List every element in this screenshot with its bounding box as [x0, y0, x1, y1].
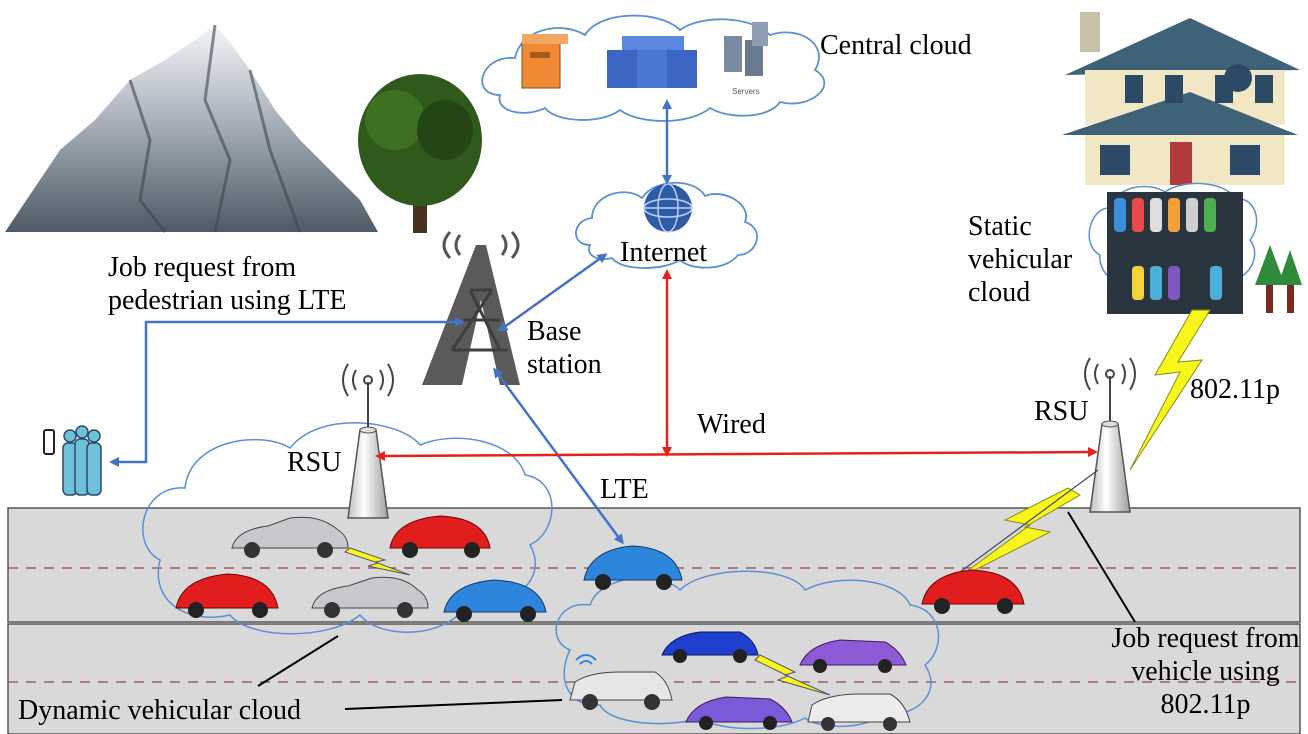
802-11p-label: 802.11p [1190, 374, 1280, 405]
central-cloud-shape: Servers [481, 14, 826, 122]
basestation-internet-link [497, 253, 608, 332]
rsu-right-icon [1084, 357, 1136, 513]
wired-label: Wired [697, 409, 766, 440]
pedestrian-lte-link [109, 317, 465, 467]
servers-caption: Servers [732, 87, 760, 96]
internet-cloud-shape [575, 181, 758, 269]
static-vehicular-cloud-label: Static vehicular cloud [968, 211, 1073, 308]
pine-trees-image [1255, 245, 1302, 313]
lte-label: LTE [600, 474, 649, 505]
vehicles [175, 515, 1025, 731]
white-suv-icon [569, 654, 673, 710]
silver-sedan-icon [231, 516, 349, 558]
central-cloud-label: Central cloud [820, 30, 972, 61]
rsu-left-icon [342, 363, 394, 519]
rsu-wired-link [375, 447, 1098, 461]
globe-icon [643, 183, 693, 233]
parked-cars [1114, 198, 1222, 300]
silver-sedan-icon [311, 576, 429, 618]
rsu-left-label: RSU [287, 447, 342, 478]
red-beetle-icon [389, 515, 491, 558]
job-request-pedestrian-label: Job request from pedestrian using LTE [108, 252, 347, 316]
blue-beetle-icon [583, 545, 683, 590]
base-station-tower-icon [422, 230, 520, 385]
server-tower-icon [521, 34, 568, 89]
house-image [1062, 12, 1300, 185]
phone-icon [43, 429, 55, 455]
bolt-vehicle-rsu [954, 487, 1081, 581]
base-station-label: Base station [527, 316, 602, 380]
tree-image [358, 74, 482, 233]
dynamic-vehicular-cloud-label: Dynamic vehicular cloud [18, 695, 302, 726]
rsu-right-label: RSU [1034, 396, 1089, 427]
callout-lines [257, 511, 1136, 710]
job-request-vehicle-label: Job request from vehicle using 802.11p [1111, 623, 1300, 720]
server-rack-icon [607, 36, 697, 88]
red-beetle-icon [921, 569, 1025, 614]
bolt-v2v-upper [343, 547, 411, 576]
internet-label: Internet [620, 237, 708, 268]
wifi-icon [575, 654, 597, 665]
purple-sports-car-icon [799, 639, 907, 673]
white-suv-icon [807, 693, 911, 731]
static-vehicular-cloud-shape [1088, 182, 1302, 314]
purple-sports-car-icon [685, 696, 793, 730]
pedestrian-group-icon [43, 425, 102, 496]
bolt-static-rsu [1129, 309, 1211, 471]
mountain-image [5, 24, 378, 233]
links [109, 99, 1098, 545]
bolt-v2v-lower [754, 654, 831, 696]
server-stack-icon [724, 22, 768, 76]
blue-sports-car-icon [661, 631, 759, 663]
blue-beetle-icon [443, 579, 547, 622]
red-beetle-icon [175, 573, 279, 618]
wireless-bolts [343, 309, 1211, 696]
